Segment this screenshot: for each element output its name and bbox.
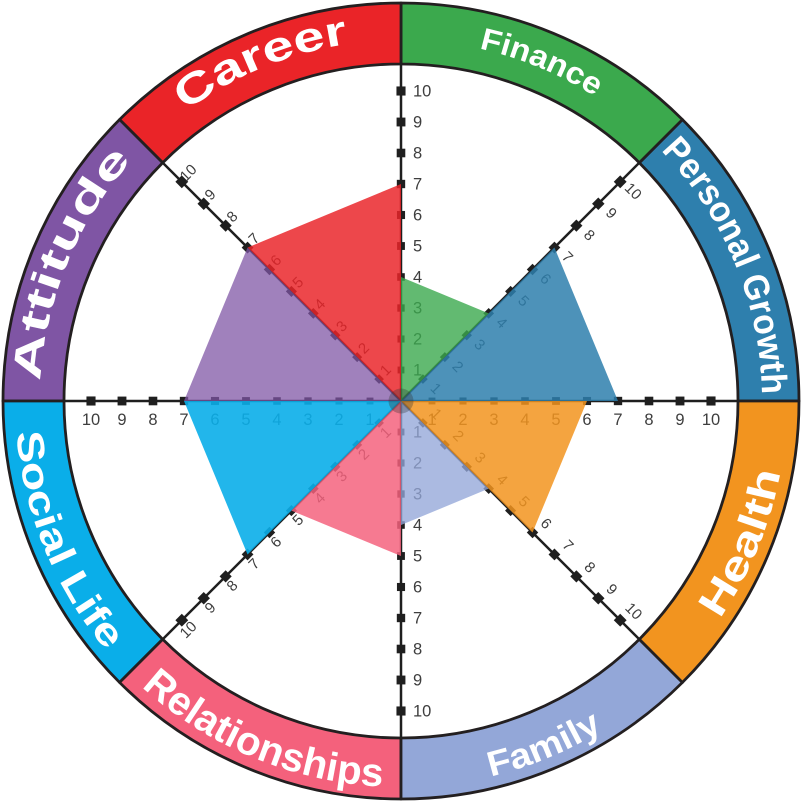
- axis-tick-135-9: [197, 197, 210, 210]
- tick-label-downleft-6: 6: [267, 533, 285, 551]
- wedge-career: [247, 184, 401, 401]
- wedge-family: [401, 401, 489, 525]
- tick-label-up-6: 6: [413, 207, 422, 225]
- ring-segment-attitude: [1, 118, 165, 403]
- ring-segment-social-life: [1, 399, 165, 684]
- axis-tick-0-9: [675, 396, 685, 406]
- axis-tick-270-10: [396, 706, 406, 716]
- tick-label-down-5: 5: [413, 548, 422, 566]
- axis-tick-0-8: [644, 396, 654, 406]
- tick-label-down-4: 4: [413, 517, 422, 535]
- tick-label-downleft-8: 8: [223, 577, 241, 595]
- ring-segment-health: [637, 399, 801, 684]
- tick-label-right-7: 7: [613, 411, 622, 429]
- axis-tick-45-9: [592, 197, 605, 210]
- axis-tick-270-7: [396, 613, 406, 623]
- tick-label-up-4: 4: [413, 269, 422, 287]
- wedge-relationships: [291, 401, 401, 556]
- axis-tick-225-9: [197, 592, 210, 605]
- tick-label-up-9: 9: [413, 114, 422, 132]
- tick-label-down-10: 10: [413, 703, 431, 721]
- wedge-attitude: [184, 247, 401, 401]
- axis-tick-135-10: [175, 175, 189, 189]
- tick-label-downright-6: 6: [537, 515, 555, 533]
- tick-label-upright-8: 8: [580, 226, 598, 244]
- axis-tick-0-10: [706, 396, 716, 406]
- axis-tick-0-7: [613, 396, 623, 406]
- ring-segment-career: [118, 1, 403, 165]
- axis-tick-90-10: [396, 86, 406, 96]
- axis-tick-90-8: [396, 148, 406, 158]
- tick-label-downleft-7: 7: [245, 555, 263, 573]
- ring-segment-finance: [399, 1, 684, 165]
- ring-label-attitude: Attitude: [5, 138, 139, 383]
- tick-label-right-8: 8: [644, 411, 653, 429]
- wedge-personal-growth: [401, 247, 618, 401]
- axis-tick-315-7: [548, 548, 561, 561]
- tick-label-down-9: 9: [413, 672, 422, 690]
- tick-label-up-10: 10: [413, 83, 431, 101]
- tick-label-down-7: 7: [413, 610, 422, 628]
- tick-label-up-5: 5: [413, 238, 422, 256]
- wedge-social-life: [184, 401, 401, 555]
- axis-tick-315-10: [613, 613, 627, 627]
- tick-label-upright-9: 9: [602, 205, 620, 223]
- axis-tick-180-10: [86, 396, 96, 406]
- axis-tick-270-6: [396, 582, 406, 592]
- tick-label-left-7: 7: [179, 411, 188, 429]
- tick-label-downright-7: 7: [559, 537, 577, 555]
- axis-tick-180-9: [117, 396, 127, 406]
- value-wedges: [184, 184, 618, 556]
- ring-label-text-attitude: Attitude: [5, 138, 139, 383]
- tick-label-right-6: 6: [582, 411, 591, 429]
- axis-tick-270-9: [396, 675, 406, 685]
- tick-label-right-9: 9: [675, 411, 684, 429]
- axis-tick-135-8: [219, 219, 232, 232]
- tick-label-left-8: 8: [148, 411, 157, 429]
- ring-segment-family: [399, 637, 684, 801]
- tick-label-left-10: 10: [82, 411, 100, 429]
- tick-label-up-8: 8: [413, 145, 422, 163]
- axis-tick-270-8: [396, 644, 406, 654]
- center-dot: [388, 388, 414, 414]
- tick-label-right-10: 10: [702, 411, 720, 429]
- tick-label-left-9: 9: [117, 411, 126, 429]
- tick-label-downleft-9: 9: [202, 599, 220, 617]
- tick-label-downright-8: 8: [581, 559, 599, 577]
- wedge-finance: [401, 277, 489, 401]
- tick-label-up-7: 7: [413, 176, 422, 194]
- axis-tick-90-9: [396, 117, 406, 127]
- wedge-health: [401, 401, 587, 533]
- tick-label-downright-9: 9: [603, 581, 621, 599]
- tick-label-down-6: 6: [413, 579, 422, 597]
- tick-label-down-8: 8: [413, 641, 422, 659]
- axis-tick-180-8: [148, 396, 158, 406]
- ring-segment-relationships: [118, 637, 403, 801]
